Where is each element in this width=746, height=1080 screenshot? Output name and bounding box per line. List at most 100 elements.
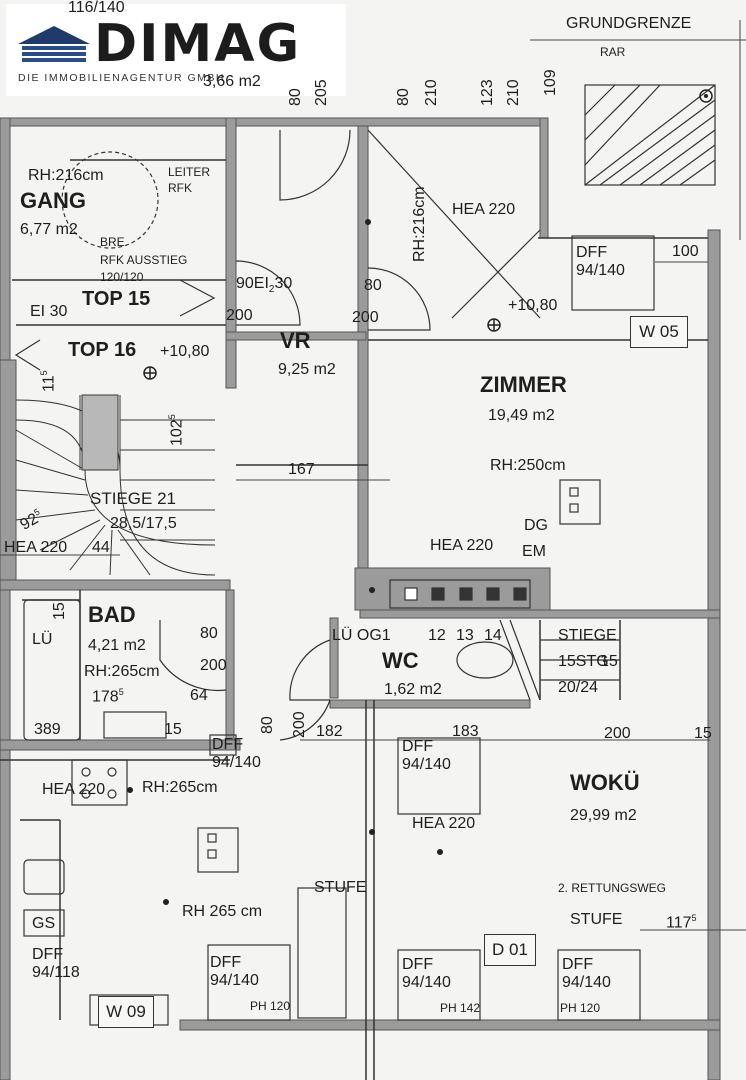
dim-80e: 80	[259, 716, 276, 734]
dim-178: 1785	[92, 687, 124, 706]
dim-167: 167	[288, 461, 315, 478]
window-ph-bottom-3: PH 120	[560, 1001, 601, 1015]
wall-stair-bottom	[0, 579, 231, 591]
wall-chimney	[354, 567, 551, 611]
gs-label: GS	[32, 915, 56, 932]
dim-15d: 15	[600, 653, 618, 670]
dim-80a: 80	[287, 88, 304, 106]
room-name-zimmer: ZIMMER	[480, 372, 567, 397]
fixtures	[23, 129, 655, 1026]
wall-wc-left	[329, 617, 339, 699]
wall-right-upper	[539, 117, 549, 239]
dim-15a: 15	[164, 721, 182, 738]
rfk-label: RFK	[168, 181, 192, 195]
dim-116-140: 116/140	[68, 0, 125, 16]
dim-123: 123	[479, 79, 496, 106]
dim-100: 100	[672, 243, 699, 260]
wall-bad-bottom	[0, 739, 241, 751]
dim-200d: 200	[291, 711, 308, 738]
room-name-bad: BAD	[88, 602, 136, 627]
em-label: EM	[522, 543, 546, 560]
hea-220-label-5: HEA 220	[4, 539, 68, 556]
dim-12: 12	[428, 627, 446, 644]
property-line-label: GRUNDGRENZE	[566, 15, 692, 32]
window-dff-vr: DFF 94/140	[212, 736, 261, 771]
room-name-wc: WC	[382, 648, 419, 673]
wall-left	[0, 117, 11, 1080]
wall-wc-bottom	[329, 699, 531, 709]
room-area-bad: 4,21 m2	[88, 637, 146, 654]
building-logo-icon	[18, 26, 90, 62]
hea-220-label-2: HEA 220	[430, 537, 494, 554]
stufe-label-1: STUFE	[314, 879, 367, 896]
window-dff-left: DFF 94/118	[32, 946, 80, 981]
room-height-gang: RH:216cm	[28, 167, 104, 184]
window-ph-bottom-2: PH 142	[440, 1001, 481, 1015]
balcony-railing	[584, 84, 716, 186]
stiege-21-label: STIEGE 21	[90, 489, 176, 508]
dim-210a: 210	[423, 79, 440, 106]
ausstieg-size-label: 120/120	[100, 270, 144, 284]
height-kitchen-label: RH:265cm	[142, 779, 218, 796]
dim-64: 64	[190, 687, 208, 704]
door-swings	[14, 129, 431, 741]
hea-220-label-1: HEA 220	[452, 201, 516, 218]
dim-15c: 15	[694, 725, 712, 742]
partitions	[0, 159, 708, 1080]
dim-109: 109	[542, 69, 559, 96]
window-dff-bottom-2: DFF 94/140	[402, 956, 451, 991]
wall-vr-zimmer	[357, 125, 369, 569]
wall-bottom	[179, 1019, 721, 1031]
wall-stairs-left	[0, 359, 17, 581]
height-woku-label: RH 265 cm	[182, 903, 263, 920]
dim-117: 1175	[666, 913, 697, 932]
stiege-steps-label: 15STG	[558, 653, 609, 670]
room-name-gang: GANG	[20, 188, 86, 213]
dim-200a: 200	[226, 307, 253, 324]
beam-markers	[127, 219, 443, 905]
dim-14: 14	[484, 627, 502, 644]
dim-15b: 15	[51, 602, 68, 620]
room-area-vr: 9,25 m2	[278, 361, 336, 378]
stufe-label-2: STUFE	[570, 911, 623, 928]
dim-200e: 200	[604, 725, 631, 742]
lu-label: LÜ	[32, 631, 53, 648]
window-w09: W 09	[98, 996, 154, 1028]
room-height-bad: RH:265cm	[84, 663, 160, 680]
stiege-size-label: 20/24	[558, 679, 599, 696]
wall-right	[707, 229, 721, 1080]
room-name-woku: WOKÜ	[570, 770, 640, 795]
window-dff-zimmer: DFF 94/140	[576, 244, 625, 279]
window-dff-bottom-1: DFF 94/140	[210, 954, 259, 989]
room-name-vr: VR	[280, 328, 311, 353]
wall-gang-right	[225, 117, 237, 389]
dim-200c: 200	[200, 657, 227, 674]
ei30-label: EI 30	[30, 303, 68, 320]
dim-80c: 80	[364, 277, 382, 294]
rar-label: RAR	[600, 45, 626, 59]
escape-route-label: 2. RETTUNGSWEG	[558, 881, 667, 895]
window-dff-bottom-3: DFF 94/140	[562, 956, 611, 991]
dim-44: 44	[92, 539, 110, 556]
ladder-label: LEITER	[168, 165, 211, 179]
wall-vr-bottom	[225, 331, 367, 341]
rfk-ausstieg-label: RFK AUSSTIEG	[100, 253, 188, 267]
dim-80b: 80	[395, 88, 412, 106]
zimmer-door-height: RH:216cm	[411, 186, 428, 262]
rar-symbol	[699, 89, 713, 103]
hea-220-label-3: HEA 220	[412, 815, 476, 832]
wall-zimmer-bottom	[359, 609, 721, 619]
level-label-top16: +10,80	[160, 343, 210, 360]
dim-183: 183	[452, 723, 479, 740]
staircase-21	[15, 394, 216, 576]
dim-102: 1025	[167, 414, 186, 446]
top-15-label: TOP 15	[82, 288, 151, 310]
lu-og1-label: LÜ OG1	[332, 627, 391, 644]
hea-220-label-4: HEA 220	[42, 781, 106, 798]
balcony-area: 3,66 m2	[203, 73, 261, 90]
dim-200b: 200	[352, 309, 379, 326]
room-area-woku: 29,99 m2	[570, 807, 637, 824]
wall-top	[0, 117, 541, 127]
stiege-21-steps: 28,5/17,5	[110, 515, 177, 532]
